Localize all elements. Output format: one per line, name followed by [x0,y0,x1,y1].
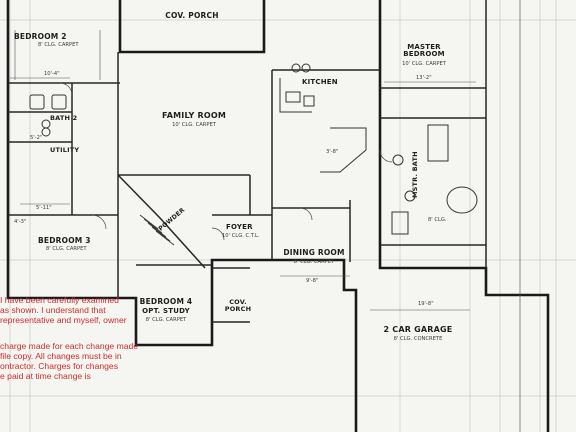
note-line-4: charge made for each change made [0,341,139,351]
room-specs-bedroom-2: 8' CLG. CARPET [38,42,79,48]
room-label-bedroom-4: BEDROOM 4 [139,297,193,306]
room-specs-family-room: 10' CLG. CARPET [172,122,216,128]
note-line-2: as shown. I understand that [0,305,106,315]
door-swings [59,82,393,241]
room-label-cov-porch-top: COV. PORCH [165,11,219,20]
room-specs-bedroom-3: 8' CLG. CARPET [46,246,87,252]
room-label-master-bedroom: MASTER BEDROOM [403,43,445,59]
note-line-3: representative and myself, owner [0,315,127,325]
room-specs-foyer: 10' CLG. C.T.L. [222,233,260,239]
room-label-bedroom-3: BEDROOM 3 [38,236,91,245]
note-line-1: I have been carefully examined [0,295,119,305]
dimension-master-bedroom: 13'-2" [416,75,432,81]
kitchen-counters [279,63,367,173]
bath-fixtures [29,94,478,235]
room-specs-garage: 8' CLG. CONCRETE [393,336,443,342]
room-label-mstr-bath: MSTR. BATH [411,151,419,198]
dimension-bedroom-2: 10'-4" [44,71,60,77]
room-label-kitchen: KITCHEN [302,78,338,86]
dimension-kitchen: 3'-8" [326,149,339,155]
room-label-utility: UTILITY [50,146,80,154]
room-label-bedroom-2: BEDROOM 2 [14,32,67,41]
dimension-bedroom-3: 4'-3" [14,219,27,225]
room-specs-mstr-bath: 8' CLG. [428,217,447,223]
room-label-cov-porch-front: COV. PORCH [224,298,252,314]
room-label-family-room: FAMILY ROOM [161,111,227,120]
stairs [139,214,175,246]
dimension-utility: 5'-11" [36,205,52,211]
note-line-7: e paid at time change is [0,371,91,381]
room-specs-bedroom-4: 8' CLG. CARPET [145,317,187,323]
dimension-dining-room: 9'-8" [306,278,319,284]
room-sublabel-bedroom-4: OPT. STUDY [142,307,190,315]
exterior-walls [6,0,550,432]
room-label-bath-2: BATH 2 [50,114,78,122]
room-label-foyer: FOYER [226,223,253,231]
room-label-garage: 2 CAR GARAGE [383,325,453,334]
dimension-garage: 19'-8" [418,301,434,307]
note-line-5: file copy. All changes must be in [0,351,122,361]
room-specs-master-bedroom: 10' CLG. CARPET [402,61,446,67]
note-line-6: ontractor. Charges for changes [0,361,118,371]
interior-walls [8,0,487,323]
room-specs-dining-room: 8' CLG. CARPET [293,259,335,265]
dimension-bath-2: 5'-2" [30,135,43,141]
room-label-dining-room: DINING ROOM [283,248,345,257]
dimension-lines [8,0,521,432]
